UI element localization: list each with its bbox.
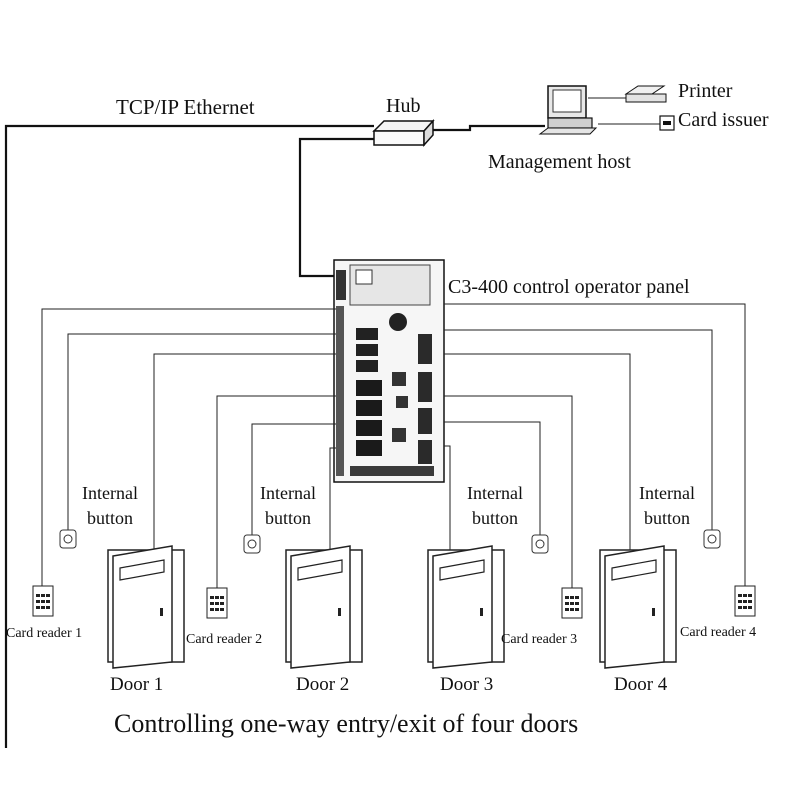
internal-button-3-line2: button (472, 508, 518, 528)
internal-button-1-line2: button (87, 508, 133, 528)
door-1-label: Door 1 (110, 674, 163, 695)
door-2-label: Door 2 (296, 674, 349, 695)
card-reader-1-label: Card reader 1 (6, 626, 82, 641)
internal-button-1-line1: Internal (82, 483, 138, 503)
internal-button-4-icon (703, 529, 721, 549)
right-wiring (444, 303, 746, 588)
hub-to-host-line (432, 124, 545, 132)
internal-button-1-icon (59, 529, 77, 549)
card-reader-1-icon (32, 585, 54, 617)
internal-button-4-line2: button (644, 508, 690, 528)
computer-icon (538, 85, 598, 135)
internal-button-2-line2: button (265, 508, 311, 528)
card-reader-4-label: Card reader 4 (680, 625, 756, 640)
door-2-icon (285, 545, 363, 669)
card-reader-3-icon (561, 587, 583, 619)
door-4-label: Door 4 (614, 674, 668, 695)
panel-label: C3-400 control operator panel (448, 276, 690, 298)
card-reader-2-icon (206, 587, 228, 619)
door-3-label: Door 3 (440, 674, 493, 695)
hub-to-panel-line (298, 137, 380, 278)
card-issuer-icon (659, 115, 675, 131)
control-panel-board (333, 259, 445, 483)
internal-button-3-icon (531, 534, 549, 554)
left-wiring (41, 308, 336, 588)
internal-button-3-line1: Internal (467, 483, 523, 503)
ethernet-trunk-line (4, 124, 374, 748)
internal-button-2-icon (243, 534, 261, 554)
card-reader-4-icon (734, 585, 756, 617)
door-4-icon (599, 545, 677, 669)
internal-button-2-line1: Internal (260, 483, 316, 503)
management-host-label: Management host (488, 151, 631, 173)
door-1-icon (107, 545, 185, 669)
card-reader-3-label: Card reader 3 (501, 632, 577, 647)
hub-device (372, 119, 435, 147)
printer-label: Printer (678, 80, 733, 102)
internal-button-4-line1: Internal (639, 483, 695, 503)
card-reader-2-label: Card reader 2 (186, 632, 262, 647)
diagram-caption: Controlling one-way entry/exit of four d… (114, 709, 578, 738)
door-3-icon (427, 545, 505, 669)
printer-icon (624, 85, 667, 103)
card-issuer-label: Card issuer (678, 109, 769, 131)
hub-label: Hub (386, 95, 420, 117)
network-label: TCP/IP Ethernet (116, 95, 255, 119)
